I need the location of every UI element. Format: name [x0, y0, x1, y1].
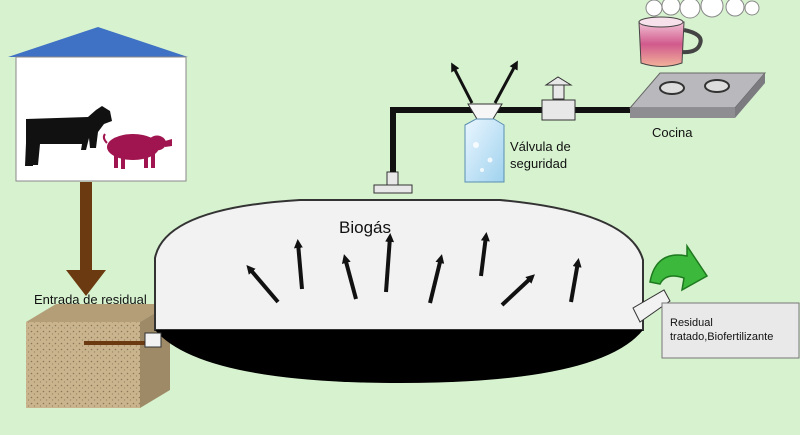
barn: [8, 27, 188, 182]
pipe-valve-icon: [541, 99, 576, 121]
biogas-label: Biogás: [339, 218, 391, 237]
gas-dome: [154, 199, 644, 331]
gas-pipeline: [373, 76, 640, 194]
inlet-label: Entrada de residual: [34, 292, 147, 307]
sludge-layer: [155, 330, 643, 383]
digester: [144, 199, 671, 383]
gas-arrow-icon: [500, 274, 535, 307]
outlet-box: [661, 302, 800, 359]
water-bottle-valve-icon: [451, 60, 518, 183]
gas-arrow-icon: [341, 254, 358, 300]
curved-arrow-icon: [649, 243, 709, 292]
barn-roof: [8, 27, 188, 57]
outlet-label-line1: Residual: [670, 317, 713, 329]
stove-with-cup-icon: [628, 0, 767, 118]
gas-arrow-icon: [428, 254, 445, 304]
valve-label-line1: Válvula de: [510, 139, 571, 154]
outlet-label-line2: tratado,Biofertilizante: [670, 331, 774, 343]
outlet-pipe: [632, 289, 671, 323]
gas-arrow-icon: [479, 232, 490, 277]
cow-icon: [25, 106, 112, 166]
inlet-arrow: [66, 182, 106, 296]
gas-arrows: [246, 232, 582, 307]
kitchen-label: Cocina: [652, 125, 693, 140]
gas-arrow-icon: [293, 239, 304, 290]
gas-arrow-icon: [384, 233, 395, 293]
inlet-tank: [26, 304, 170, 408]
pig-icon: [102, 133, 172, 169]
valve-label-line2: seguridad: [510, 156, 568, 171]
gas-arrow-icon: [246, 264, 280, 304]
gas-arrow-icon: [569, 258, 582, 303]
